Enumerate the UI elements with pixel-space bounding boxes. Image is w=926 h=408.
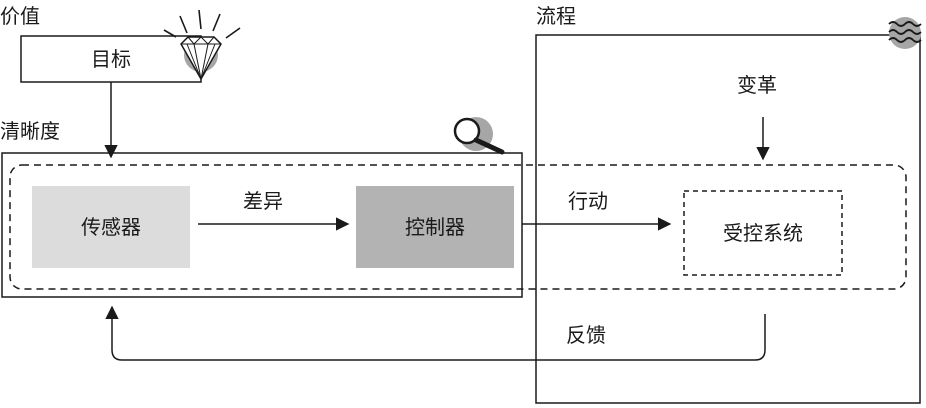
clarity-label: 清晰度 [0,119,60,143]
goal-label: 目标 [91,47,131,71]
waves-icon [888,17,922,49]
controlled-system-box [683,190,843,276]
process-frame [535,34,921,404]
clarity-frame [1,152,523,298]
action-label: 行动 [568,189,608,213]
difference-label: 差异 [243,189,283,213]
value-label: 价值 [0,4,40,28]
sensor-box [32,186,190,268]
feedback-label: 反馈 [566,323,606,347]
feedback-arrow [105,305,766,361]
change-label: 变革 [737,73,777,97]
magnifier-icon [453,117,505,155]
controller-box [356,186,514,268]
sensor-label: 传感器 [81,215,141,239]
controller-label: 控制器 [405,215,465,239]
diamond-icon [163,9,241,81]
control-loop-boundary [9,164,907,290]
process-label: 流程 [536,4,576,28]
controlled-system-label: 受控系统 [723,221,803,245]
